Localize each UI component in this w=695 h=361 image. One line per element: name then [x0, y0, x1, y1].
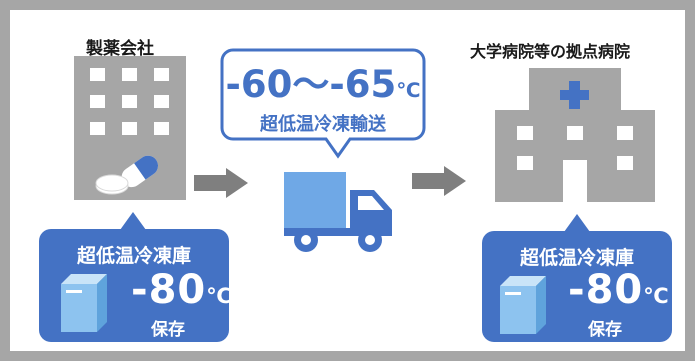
transport-callout-bubble: [220, 48, 426, 159]
freezer-temperature: -80℃: [131, 267, 233, 313]
truck-icon: [284, 172, 392, 252]
hospital-building-icon: [495, 68, 655, 202]
freezer-temperature-value: -80: [568, 267, 644, 313]
freezer-storage-left: 超低温冷凍庫 -80℃ 保存: [39, 229, 232, 342]
storage-action: 保存: [588, 320, 622, 340]
temperature-unit: ℃: [643, 284, 670, 308]
destination-label: 大学病院等の拠点病院: [470, 42, 631, 61]
transport-callout: -60～-65℃ 超低温冷凍輸送: [223, 50, 423, 140]
storage-pointer-right: [564, 214, 590, 232]
temperature-unit: ℃: [206, 284, 233, 308]
transport-label: 超低温冷凍輸送: [260, 114, 386, 135]
freezer-storage-right: 超低温冷凍庫 -80℃ 保存: [482, 231, 672, 342]
freezer-temperature: -80℃: [568, 267, 670, 313]
freezer-icon: [500, 276, 546, 334]
freezer-title: 超低温冷凍庫: [519, 247, 634, 269]
medicine-pills-icon: [95, 155, 159, 195]
freezer-title: 超低温冷凍庫: [76, 245, 191, 267]
transport-temperature-value: -60～-65: [225, 63, 397, 106]
storage-pointer-left: [120, 212, 146, 230]
flow-arrow-icon: [412, 166, 466, 196]
transport-temperature-unit: ℃: [396, 78, 421, 102]
flow-arrow-icon: [194, 168, 248, 198]
freezer-icon: [61, 274, 107, 332]
freezer-temperature-value: -80: [131, 267, 207, 313]
source-label: 製薬会社: [86, 39, 154, 59]
storage-action: 保存: [151, 320, 185, 340]
transport-temperature: -60～-65℃: [223, 54, 423, 108]
